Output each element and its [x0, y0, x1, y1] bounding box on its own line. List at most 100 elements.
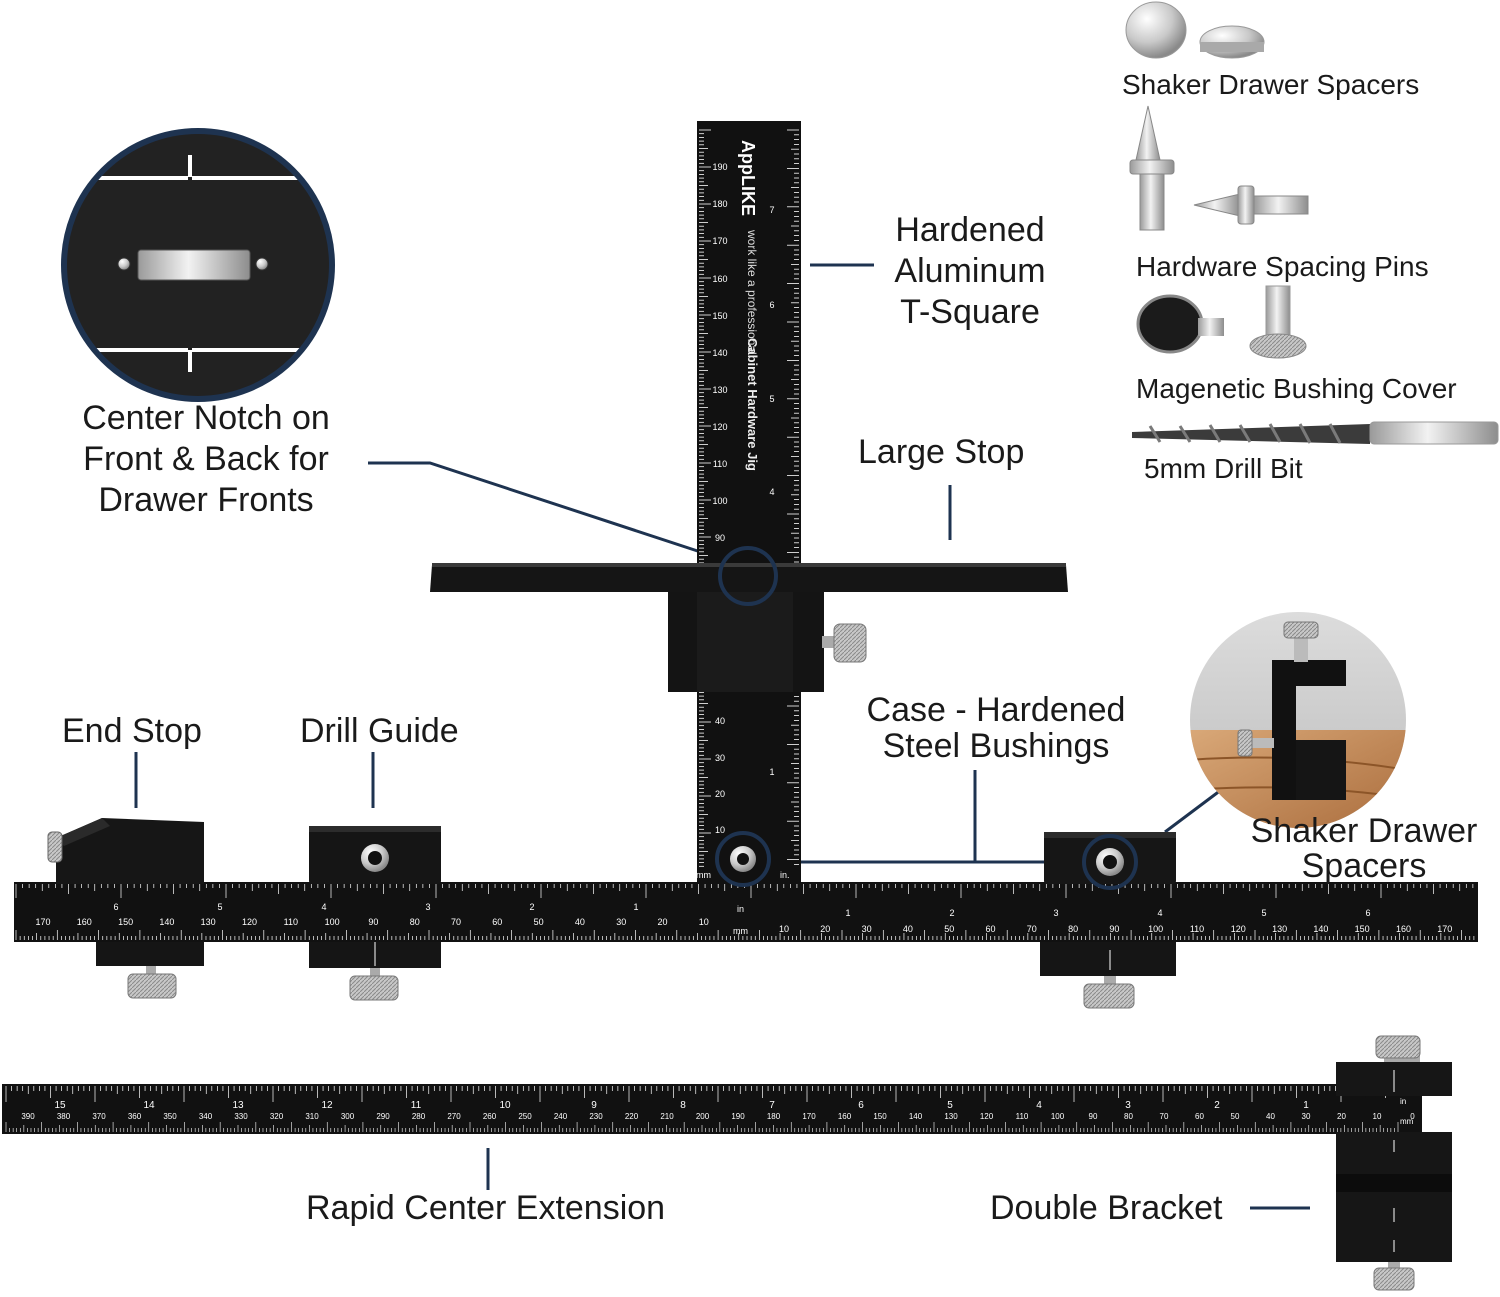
- extension-mm-label: 180: [767, 1112, 781, 1121]
- extension-unit-in: in: [1400, 1097, 1406, 1106]
- extension-mm-label: 320: [270, 1112, 284, 1121]
- main-ruler-ticks: [15, 884, 1475, 940]
- main-ruler-mm-label: 80: [1068, 924, 1078, 934]
- main-ruler-mm-label: 50: [534, 917, 544, 927]
- extension-mm-label: 340: [199, 1112, 213, 1121]
- extension-mm-label: 70: [1160, 1112, 1169, 1121]
- extension-mm-label: 350: [163, 1112, 177, 1121]
- main-ruler-inch-label: 2: [949, 908, 954, 918]
- large-stop: [430, 563, 1068, 592]
- extension-mm-label: 20: [1337, 1112, 1346, 1121]
- main-ruler-inch-label: 6: [113, 902, 118, 912]
- main-ruler-mm-label: 110: [284, 917, 298, 927]
- label-large-stop: Large Stop: [858, 433, 1025, 471]
- main-ruler-mm-label: 150: [1355, 924, 1370, 934]
- right-slider: [1040, 832, 1176, 1009]
- main-ruler-mm-label: 170: [1437, 924, 1452, 934]
- main-ruler-mm-label: 30: [862, 924, 872, 934]
- t-square-mm-label: 190: [712, 162, 727, 172]
- main-ruler-mm-label: 170: [35, 917, 50, 927]
- extension-inch-label: 5: [947, 1100, 953, 1111]
- label-center-notch-line-3: Drawer Fronts: [98, 480, 314, 519]
- main-ruler-unit-in: in: [737, 904, 744, 914]
- extension-mm-label: 100: [1051, 1112, 1065, 1121]
- extension-mm-label: 30: [1302, 1112, 1311, 1121]
- double-bracket: [1336, 1035, 1452, 1291]
- label-bushing-cover: Magenetic Bushing Cover: [1136, 373, 1457, 404]
- t-square-mm-label: 100: [712, 496, 727, 506]
- extension-mm-label: 40: [1266, 1112, 1275, 1121]
- extension-inch-label: 11: [411, 1100, 422, 1111]
- label-shaker-spacers-main-line-1: Shaker Drawer: [1250, 812, 1478, 850]
- extension-mm-label: 110: [1016, 1112, 1029, 1121]
- extension-mm-label: 310: [305, 1112, 319, 1121]
- extension-inch-label: 8: [680, 1100, 686, 1111]
- extension-mm-label: 240: [554, 1112, 568, 1121]
- label-shaker-spacers-top: Shaker Drawer Spacers: [1122, 69, 1420, 100]
- extension-inch-label: 13: [232, 1100, 244, 1111]
- main-ruler-unit-mm: mm: [733, 926, 748, 936]
- t-square-inch-label: 7: [769, 205, 774, 215]
- main-ruler-mm-label: 10: [779, 924, 789, 934]
- label-hardware-pins: Hardware Spacing Pins: [1136, 251, 1429, 282]
- extension-mm-label: 260: [483, 1112, 497, 1121]
- center-notch-inset: [61, 128, 335, 402]
- extension-inch-label: 3: [1125, 1100, 1131, 1111]
- extension-mm-label: 170: [802, 1112, 816, 1121]
- extension-inch-label: 4: [1036, 1100, 1042, 1111]
- t-square-bushing: [715, 831, 771, 887]
- extension-mm-label: 140: [909, 1112, 923, 1121]
- shaker-spacer-inset: [1190, 612, 1406, 828]
- center-notch-highlight: [718, 546, 778, 606]
- callout-lines: [134, 263, 1310, 1210]
- callout-center-notch: [368, 461, 726, 562]
- extension-inch-label: 1: [1303, 1100, 1309, 1111]
- extension-mm-label: 200: [696, 1112, 710, 1121]
- extension-ruler-ticks: [5, 1086, 1399, 1132]
- label-case-bushings: Case - Hardened Steel Bushings: [846, 692, 1146, 764]
- t-square-mm-label: 110: [713, 459, 727, 469]
- main-ruler-inch-label: 1: [633, 902, 638, 912]
- extension-inch-label: 12: [321, 1100, 333, 1111]
- extension-mm-label: 130: [944, 1112, 958, 1121]
- extension-mm-label: 230: [589, 1112, 603, 1121]
- extension-mm-label: 280: [412, 1112, 426, 1121]
- main-ruler-mm-label: 120: [242, 917, 257, 927]
- main-ruler-mm-label: 80: [410, 917, 420, 927]
- main-ruler-inch-label: 3: [1053, 908, 1058, 918]
- extension-mm-label: 0: [1410, 1112, 1415, 1121]
- main-ruler-inch-label: 1: [845, 908, 850, 918]
- label-end-stop: End Stop: [62, 712, 202, 750]
- main-ruler-inch-label: 6: [1365, 908, 1370, 918]
- label-hardened-aluminum-line-2: Aluminum: [894, 251, 1046, 290]
- t-square-mm-label: 150: [712, 311, 727, 321]
- t-square-inch-label: 1: [769, 767, 774, 777]
- extension-inch-label: 14: [143, 1100, 155, 1111]
- extension-inch-label: 9: [591, 1100, 597, 1111]
- label-hardened-aluminum: Hardened Aluminum T-Square: [872, 210, 1068, 332]
- label-center-notch-line-2: Front & Back for: [83, 439, 329, 478]
- main-ruler-mm-label: 90: [368, 917, 378, 927]
- main-ruler-mm-label: 110: [1190, 924, 1204, 934]
- main-ruler-mm-label: 30: [616, 917, 626, 927]
- main-ruler-mm-label: 160: [1396, 924, 1411, 934]
- main-ruler-mm-label: 10: [699, 917, 709, 927]
- main-ruler-mm-label: 90: [1109, 924, 1119, 934]
- label-double-bracket: Double Bracket: [990, 1189, 1223, 1227]
- t-square-slogan: work like a professional: [745, 229, 759, 355]
- extension-mm-label: 390: [21, 1112, 35, 1121]
- main-ruler-mm-label: 120: [1231, 924, 1246, 934]
- extension-mm-label: 160: [838, 1112, 852, 1121]
- t-square-mm-label: 170: [712, 236, 727, 246]
- label-rapid-extension: Rapid Center Extension: [306, 1189, 666, 1227]
- extension-inch-label: 2: [1214, 1100, 1220, 1111]
- t-square-unit-mm: mm: [696, 870, 711, 880]
- t-square-inch-label: 5: [769, 394, 774, 404]
- main-ruler-mm-label: 160: [77, 917, 92, 927]
- main-ruler-mm-label: 150: [118, 917, 133, 927]
- hardware-pins-photo: [1129, 105, 1309, 231]
- t-square-mm-label: 90: [715, 533, 725, 543]
- label-center-notch: Center Notch on Front & Back for Drawer …: [56, 398, 356, 520]
- main-ruler-inch-label: 5: [1261, 908, 1266, 918]
